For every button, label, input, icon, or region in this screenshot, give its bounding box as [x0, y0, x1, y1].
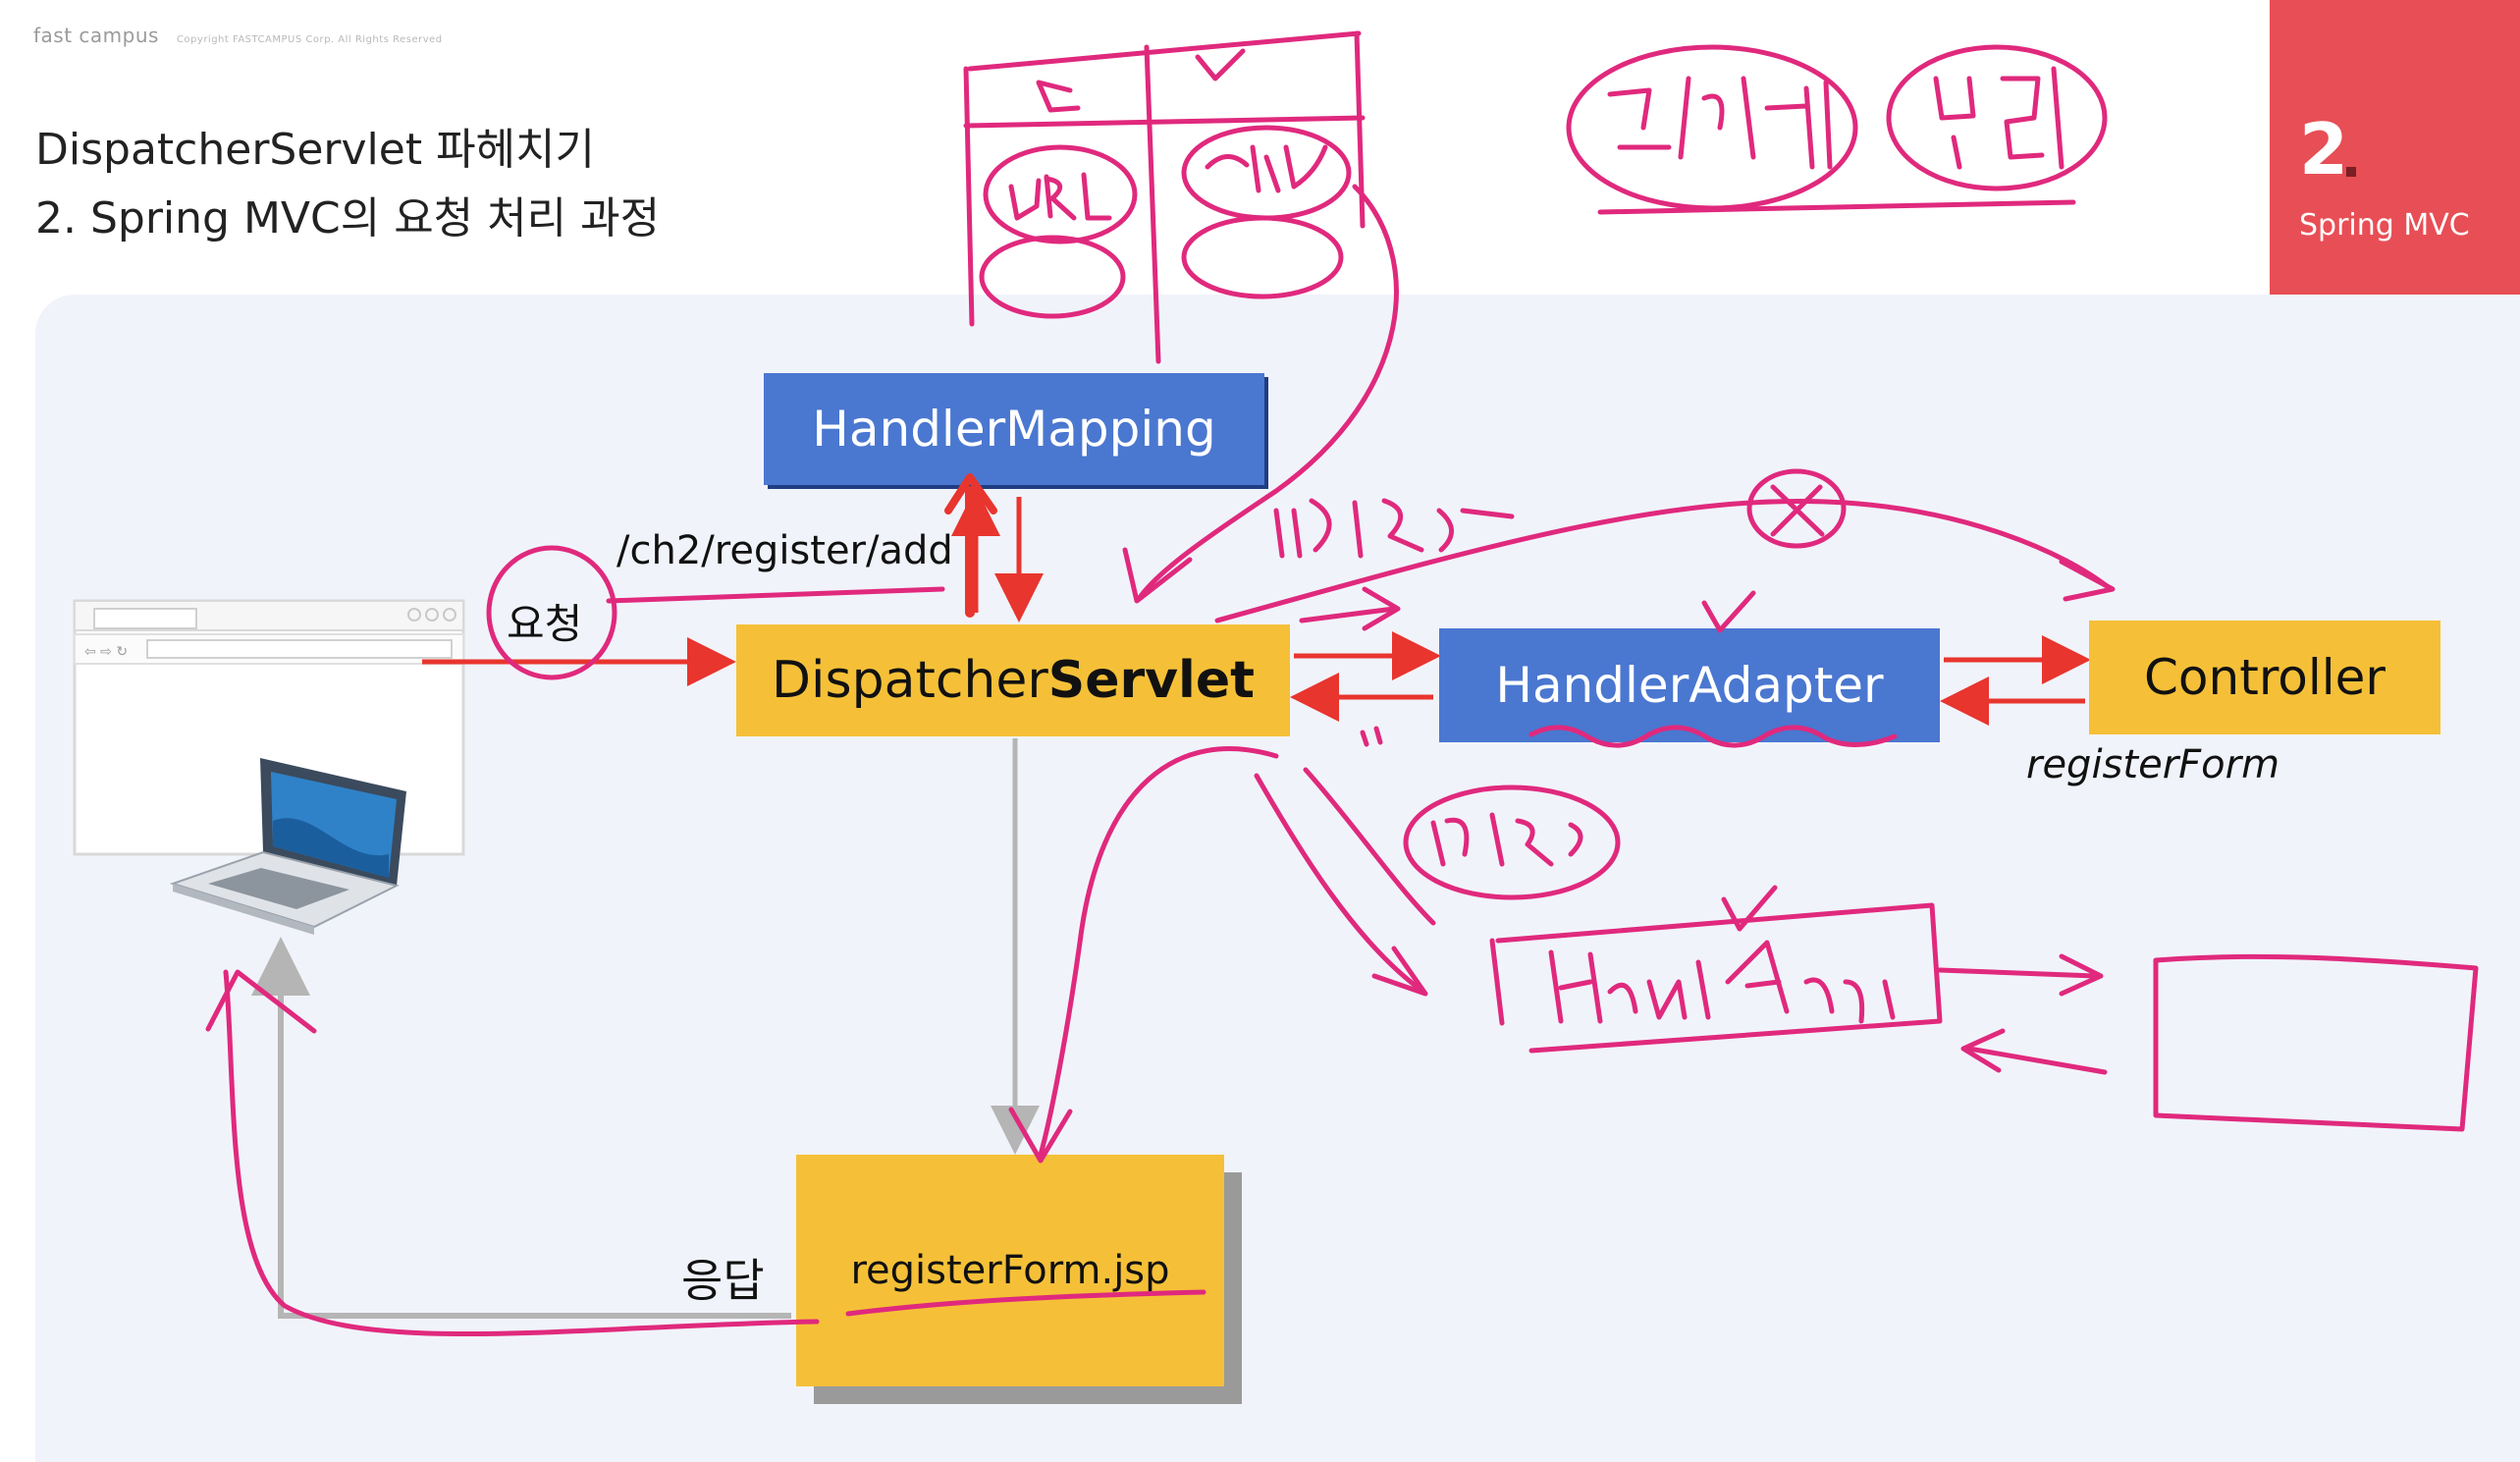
handler-mapping-box: HandlerMapping: [764, 373, 1264, 485]
dispatcher-servlet-bold: Servlet: [1047, 651, 1255, 710]
slide-title: DispatcherServlet 파헤치기 2. Spring MVC의 요청…: [35, 116, 660, 253]
handler-adapter-box: HandlerAdapter: [1439, 628, 1940, 742]
controller-method-label: registerForm: [2026, 742, 2280, 787]
controller-box: Controller: [2089, 621, 2440, 734]
view-jsp-box: registerForm.jsp: [796, 1155, 1224, 1386]
dispatcher-servlet-prefix: Dispatcher: [772, 651, 1048, 710]
laptop-icon: [169, 758, 406, 935]
section-badge-dot: [2346, 167, 2356, 177]
brand-logo: fast campus Copyright FASTCAMPUS Corp. Al…: [33, 24, 443, 47]
copyright-text: Copyright FASTCAMPUS Corp. All Rights Re…: [176, 34, 443, 45]
section-badge-number: 2: [2299, 108, 2349, 190]
view-jsp-label: registerForm.jsp: [850, 1248, 1170, 1293]
handler-mapping-label: HandlerMapping: [812, 401, 1216, 458]
svg-text:⇦ ⇨ ↻: ⇦ ⇨ ↻: [84, 644, 128, 660]
controller-label: Controller: [2144, 649, 2386, 706]
response-label: 응답: [681, 1254, 765, 1307]
slide-title-line2: 2. Spring MVC의 요청 처리 과정: [35, 193, 661, 244]
slide-title-line1: DispatcherServlet 파헤치기: [35, 125, 595, 175]
request-path-label: /ch2/register/add: [617, 528, 953, 573]
handler-adapter-label: HandlerAdapter: [1495, 657, 1884, 714]
section-badge-subtitle: Spring MVC: [2299, 208, 2470, 243]
brand-name: fast campus: [33, 24, 159, 47]
request-label: 요청: [507, 600, 583, 648]
